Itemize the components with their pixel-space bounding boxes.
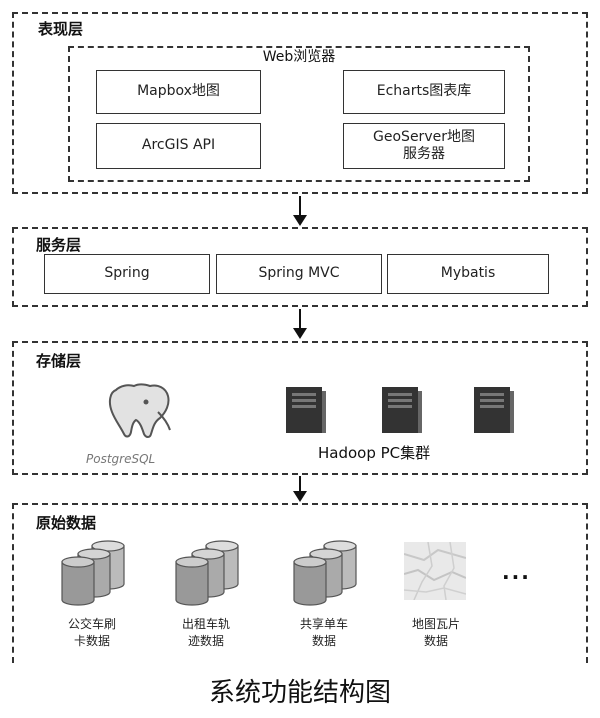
ellipsis: ... bbox=[502, 560, 531, 584]
database-icon bbox=[293, 540, 357, 606]
service-layer bbox=[12, 227, 588, 307]
service-layer-title: 服务层 bbox=[36, 236, 82, 254]
echarts-box: Echarts图表库 bbox=[343, 70, 505, 114]
raw-data-layer-title: 原始数据 bbox=[36, 514, 97, 532]
spring-box: Spring bbox=[44, 254, 210, 294]
storage-layer bbox=[12, 341, 588, 475]
web-browser-container bbox=[68, 46, 530, 182]
mapbox-box: Mapbox地图 bbox=[96, 70, 261, 114]
database-icon bbox=[61, 540, 125, 606]
map-tile-icon bbox=[404, 542, 466, 600]
presentation-layer bbox=[12, 12, 588, 194]
spring-mvc-box: Spring MVC bbox=[216, 254, 382, 294]
postgresql-label: PostgreSQL bbox=[86, 452, 156, 466]
geoserver-box: GeoServer地图 服务器 bbox=[343, 123, 505, 169]
map-tile-data-label: 地图瓦片 数据 bbox=[411, 617, 460, 649]
database-icon bbox=[175, 540, 239, 606]
presentation-layer-title: 表现层 bbox=[38, 20, 84, 38]
server-icon bbox=[382, 387, 422, 433]
shared-bike-data-label: 共享单车 数据 bbox=[299, 617, 348, 649]
arrow-service-to-storage bbox=[293, 309, 307, 339]
storage-layer-title: 存储层 bbox=[36, 352, 82, 370]
arcgis-api-box: ArcGIS API bbox=[96, 123, 261, 169]
postgresql-logo-icon bbox=[108, 383, 171, 438]
hadoop-label: Hadoop PC集群 bbox=[318, 444, 431, 462]
bus-card-data-label: 公交车刷 卡数据 bbox=[67, 617, 116, 649]
arrow-presentation-to-service bbox=[293, 196, 307, 226]
taxi-trajectory-data-label: 出租车轨 迹数据 bbox=[181, 617, 230, 649]
server-icon bbox=[286, 387, 326, 433]
raw-data-layer bbox=[12, 503, 588, 663]
mybatis-box: Mybatis bbox=[387, 254, 549, 294]
web-browser-title: Web浏览器 bbox=[262, 49, 336, 65]
server-icon bbox=[474, 387, 514, 433]
arrow-storage-to-raw-data bbox=[293, 476, 307, 502]
figure-caption: 系统功能结构图 bbox=[208, 678, 391, 708]
